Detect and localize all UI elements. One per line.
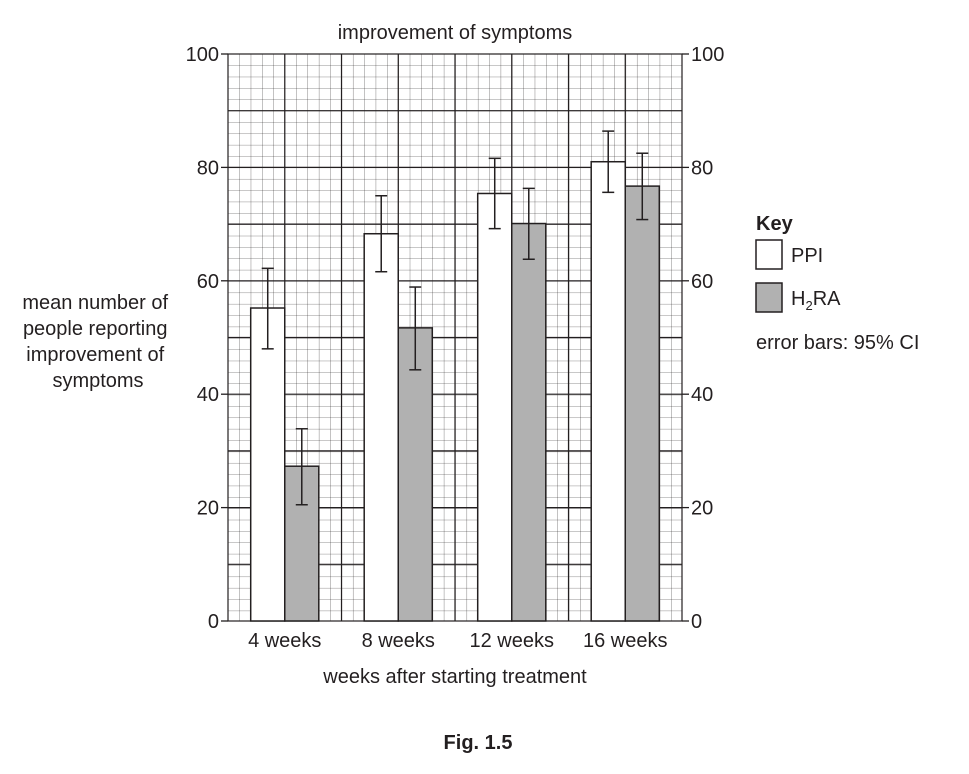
bar-ppi-2	[363, 232, 400, 622]
legend-note: error bars: 95% CI	[756, 332, 919, 354]
bar-ppi-1	[249, 307, 286, 622]
y-tick-label-right-40: 40	[691, 384, 713, 406]
x-axis-label: weeks after starting treatment	[322, 666, 587, 688]
figure-label: Fig. 1.5	[444, 732, 513, 754]
y-axis-label: mean number of people reporting improvem…	[22, 292, 173, 392]
x-category-label-2: 8 weeks	[362, 630, 435, 652]
y-tick-label-right-60: 60	[691, 271, 713, 293]
y-axis-label-line-4: symptoms	[52, 370, 143, 392]
bar-ppi-3	[476, 192, 513, 622]
y-tick-label-left-80: 80	[197, 157, 219, 179]
legend-swatch-ppi	[755, 239, 783, 270]
legend-title: Key	[756, 213, 794, 235]
y-tick-label-left-60: 60	[197, 271, 219, 293]
y-tick-label-right-80: 80	[691, 157, 713, 179]
y-tick-label-right-20: 20	[691, 498, 713, 520]
legend-label-h2ra: H2RA	[791, 288, 841, 313]
error-bars	[261, 130, 649, 506]
y-tick-label-right-100: 100	[691, 44, 724, 66]
y-axis-left: 0 20 40 60 80 100	[186, 44, 228, 633]
y-tick-label-left-40: 40	[197, 384, 219, 406]
y-axis-label-line-1: mean number of	[22, 292, 168, 314]
bar-ppi-4	[590, 160, 627, 622]
y-tick-label-left-100: 100	[186, 44, 219, 66]
y-tick-label-left-20: 20	[197, 498, 219, 520]
bar-h2ra-2	[397, 327, 434, 622]
y-axis-label-line-3: improvement of	[26, 344, 164, 366]
legend: Key PPI H2RA error bars: 95% CI	[755, 213, 919, 354]
y-tick-label-right-0: 0	[691, 611, 702, 633]
bar-h2ra-4	[624, 185, 661, 622]
legend-label-ppi: PPI	[791, 245, 823, 267]
x-axis-categories: 4 weeks 8 weeks 12 weeks 16 weeks	[248, 630, 667, 652]
chart-title: improvement of symptoms	[338, 22, 573, 44]
bar-h2ra-3	[511, 222, 547, 622]
legend-swatch-h2ra	[755, 282, 783, 313]
x-category-label-4: 16 weeks	[583, 630, 668, 652]
y-axis-right: 0 20 40 60 80 100	[682, 44, 724, 633]
y-tick-label-left-0: 0	[208, 611, 219, 633]
y-axis-label-line-2: people reporting	[23, 318, 168, 340]
x-category-label-1: 4 weeks	[248, 630, 321, 652]
x-category-label-3: 12 weeks	[470, 630, 555, 652]
